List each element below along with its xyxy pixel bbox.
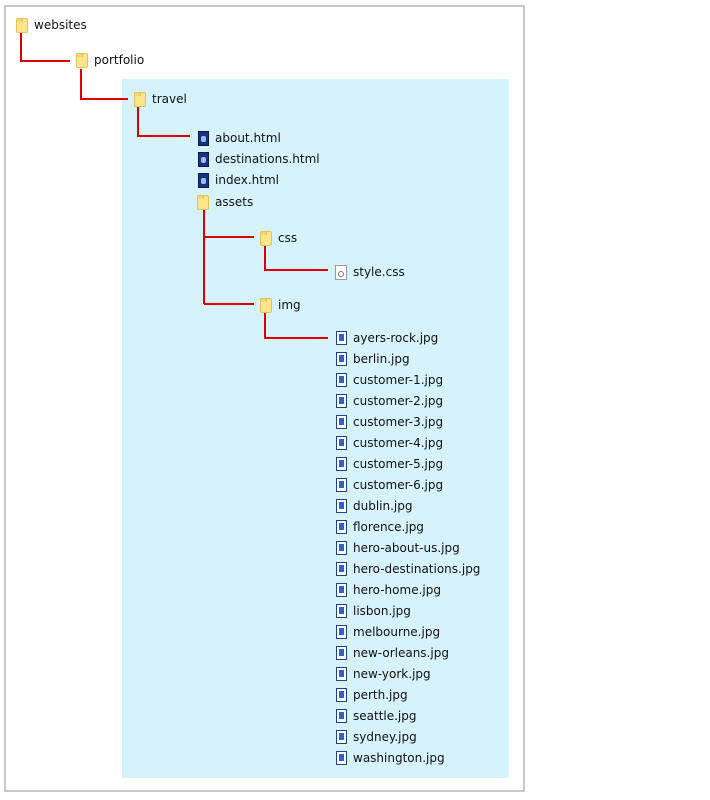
image-file-icon bbox=[336, 709, 347, 723]
image-file-icon bbox=[336, 541, 347, 555]
css-file-icon bbox=[335, 264, 347, 280]
node-label: customer-3.jpg bbox=[353, 415, 444, 429]
image-file-icon bbox=[336, 688, 347, 702]
folder-icon bbox=[260, 230, 272, 246]
image-file-icon bbox=[336, 646, 347, 660]
tree-node-file[interactable]: perth.jpg bbox=[336, 685, 408, 705]
html-file-icon bbox=[198, 130, 209, 146]
node-label: assets bbox=[215, 195, 254, 209]
node-label: style.css bbox=[353, 265, 405, 279]
node-label: img bbox=[278, 298, 301, 312]
image-file-icon bbox=[336, 331, 347, 345]
tree-node-file[interactable]: customer-6.jpg bbox=[336, 475, 443, 495]
tree-node-websites[interactable]: websites bbox=[16, 15, 87, 35]
image-file-icon bbox=[336, 394, 347, 408]
image-file-icon bbox=[336, 625, 347, 639]
node-label: websites bbox=[34, 18, 87, 32]
tree-node-file[interactable]: about.html bbox=[198, 128, 281, 148]
node-label: destinations.html bbox=[215, 152, 320, 166]
image-file-icon bbox=[336, 457, 347, 471]
tree-node-file[interactable]: index.html bbox=[198, 170, 279, 190]
node-label: dublin.jpg bbox=[353, 499, 413, 513]
tree-node-file[interactable]: hero-destinations.jpg bbox=[336, 559, 480, 579]
tree-node-file[interactable]: destinations.html bbox=[198, 149, 320, 169]
tree-node-file[interactable]: florence.jpg bbox=[336, 517, 424, 537]
tree-node-file[interactable]: sydney.jpg bbox=[336, 727, 417, 747]
html-file-icon bbox=[198, 172, 209, 188]
folder-icon bbox=[134, 91, 146, 107]
tree-node-file[interactable]: berlin.jpg bbox=[336, 349, 410, 369]
image-file-icon bbox=[336, 751, 347, 765]
image-file-icon bbox=[336, 352, 347, 366]
tree-node-assets[interactable]: assets bbox=[197, 192, 253, 212]
image-file-icon bbox=[336, 667, 347, 681]
image-file-icon bbox=[336, 436, 347, 450]
image-file-icon bbox=[336, 499, 347, 513]
node-label: new-orleans.jpg bbox=[353, 646, 449, 660]
tree-node-file[interactable]: new-york.jpg bbox=[336, 664, 431, 684]
tree-node-file[interactable]: hero-home.jpg bbox=[336, 580, 441, 600]
image-file-icon bbox=[336, 478, 347, 492]
folder-icon bbox=[76, 52, 88, 68]
tree-node-file[interactable]: ayers-rock.jpg bbox=[336, 328, 438, 348]
node-label: berlin.jpg bbox=[353, 352, 410, 366]
node-label: washington.jpg bbox=[353, 751, 445, 765]
tree-node-css[interactable]: css bbox=[260, 228, 297, 248]
travel-highlight-region bbox=[122, 79, 509, 778]
tree-node-file[interactable]: seattle.jpg bbox=[336, 706, 417, 726]
node-label: perth.jpg bbox=[353, 688, 408, 702]
node-label: new-york.jpg bbox=[353, 667, 431, 681]
image-file-icon bbox=[336, 373, 347, 387]
tree-node-file[interactable]: style.css bbox=[335, 262, 405, 282]
tree-node-file[interactable]: customer-4.jpg bbox=[336, 433, 443, 453]
node-label: florence.jpg bbox=[353, 520, 424, 534]
tree-node-img[interactable]: img bbox=[260, 295, 301, 315]
node-label: customer-5.jpg bbox=[353, 457, 444, 471]
folder-icon bbox=[197, 194, 209, 210]
tree-node-file[interactable]: dublin.jpg bbox=[336, 496, 413, 516]
node-label: seattle.jpg bbox=[353, 709, 417, 723]
node-label: hero-home.jpg bbox=[353, 583, 441, 597]
node-label: customer-6.jpg bbox=[353, 478, 444, 492]
tree-node-file[interactable]: customer-2.jpg bbox=[336, 391, 443, 411]
image-file-icon bbox=[336, 604, 347, 618]
node-label: customer-1.jpg bbox=[353, 373, 444, 387]
image-file-icon bbox=[336, 520, 347, 534]
image-file-icon bbox=[336, 415, 347, 429]
node-label: about.html bbox=[215, 131, 281, 145]
node-label: lisbon.jpg bbox=[353, 604, 411, 618]
image-file-icon bbox=[336, 730, 347, 744]
node-label: customer-4.jpg bbox=[353, 436, 444, 450]
image-file-icon bbox=[336, 562, 347, 576]
node-label: portfolio bbox=[94, 53, 145, 67]
tree-node-travel[interactable]: travel bbox=[134, 89, 187, 109]
node-label: hero-about-us.jpg bbox=[353, 541, 460, 555]
tree-node-file[interactable]: melbourne.jpg bbox=[336, 622, 440, 642]
tree-node-file[interactable]: lisbon.jpg bbox=[336, 601, 411, 621]
image-file-icon bbox=[336, 583, 347, 597]
tree-node-file[interactable]: hero-about-us.jpg bbox=[336, 538, 460, 558]
folder-icon bbox=[260, 297, 272, 313]
node-label: travel bbox=[152, 92, 187, 106]
node-label: sydney.jpg bbox=[353, 730, 417, 744]
html-file-icon bbox=[198, 151, 209, 167]
node-label: css bbox=[278, 231, 298, 245]
tree-node-file[interactable]: customer-5.jpg bbox=[336, 454, 443, 474]
tree-node-file[interactable]: new-orleans.jpg bbox=[336, 643, 449, 663]
node-label: melbourne.jpg bbox=[353, 625, 441, 639]
tree-node-file[interactable]: customer-3.jpg bbox=[336, 412, 443, 432]
tree-node-portfolio[interactable]: portfolio bbox=[76, 50, 144, 70]
node-label: customer-2.jpg bbox=[353, 394, 444, 408]
tree-node-file[interactable]: washington.jpg bbox=[336, 748, 445, 768]
tree-node-file[interactable]: customer-1.jpg bbox=[336, 370, 443, 390]
folder-icon bbox=[16, 17, 28, 33]
node-label: hero-destinations.jpg bbox=[353, 562, 481, 576]
node-label: index.html bbox=[215, 173, 279, 187]
node-label: ayers-rock.jpg bbox=[353, 331, 439, 345]
